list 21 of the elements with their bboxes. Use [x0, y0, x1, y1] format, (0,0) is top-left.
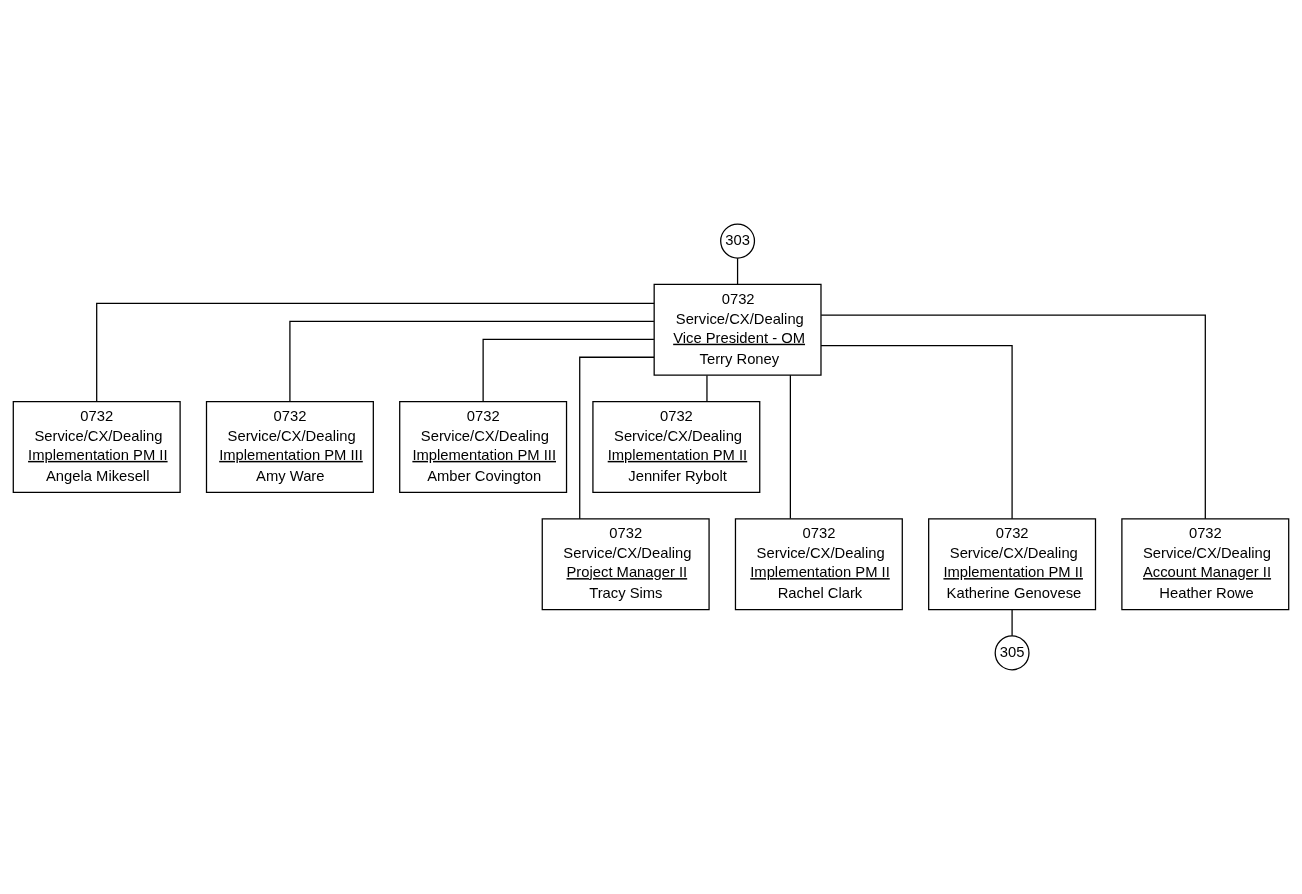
- node-box: 0732 Service/CX/Dealing Implementation PM II Jennifer Rybolt: [592, 400, 761, 494]
- connector: [789, 374, 791, 520]
- node-box: 0732 Service/CX/Dealing Implementation PM II Angela Mikesell: [12, 400, 181, 494]
- connector: [820, 345, 1013, 520]
- node-box: 0732 Service/CX/Dealing Implementation PM III Amy Ware: [205, 400, 374, 494]
- node-box: 0732 Service/CX/Dealing Project Manager II Tracy Sims: [541, 518, 710, 611]
- connector: [579, 356, 655, 520]
- connector: [820, 314, 1206, 520]
- node-box: 0732 Service/CX/Dealing Account Manager II Heather Rowe: [1121, 518, 1290, 611]
- node-box: 0732 Service/CX/Dealing Implementation PM III Amber Covington: [399, 400, 568, 494]
- node-box: 0732 Service/CX/Dealing Implementation PM II Rachel Clark: [734, 518, 903, 611]
- connector: [289, 320, 655, 402]
- connector: [96, 302, 655, 403]
- connector: [736, 257, 739, 285]
- connector: [482, 338, 655, 402]
- node-circle: 303: [720, 223, 756, 259]
- node-circle: 305: [994, 635, 1030, 671]
- node-box: 0732 Service/CX/Dealing Implementation PM II Katherine Genovese: [928, 518, 1097, 611]
- connector: [1011, 609, 1013, 637]
- connector: [706, 374, 708, 402]
- node-box: 0732 Service/CX/Dealing Vice President - OM Terry Roney: [653, 283, 822, 376]
